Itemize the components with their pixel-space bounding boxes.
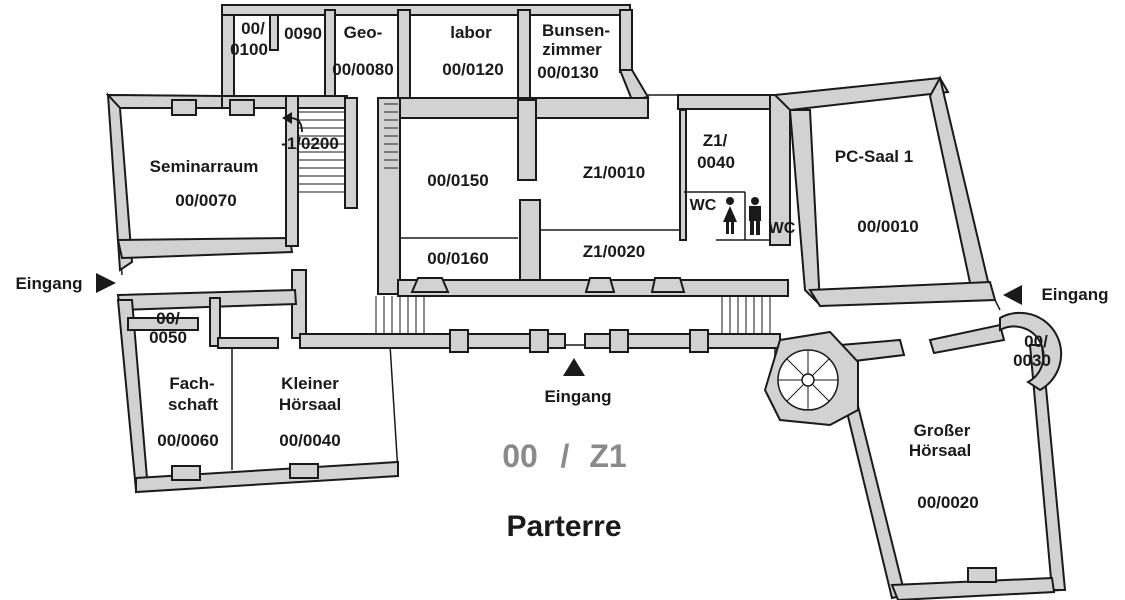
room-bunsen-line2: zimmer: [542, 40, 602, 59]
room-0030-line1: 00/: [1024, 332, 1048, 351]
room-0050-line2: 0050: [149, 328, 187, 347]
room-bunsen-line1: Bunsen-: [542, 21, 610, 40]
room-pc-saal-name: PC-Saal 1: [835, 147, 913, 166]
room-stair-0200: -1/0200: [281, 134, 339, 153]
room-kleiner-hoersaal-line1: Kleiner: [281, 374, 339, 393]
room-seminarraum-name: Seminarraum: [150, 157, 259, 176]
floor-code-separator: /: [561, 438, 570, 474]
room-0070: 00/0070: [175, 191, 236, 210]
room-0150: 00/0150: [427, 171, 488, 190]
entrance-south-arrow: [563, 358, 585, 376]
wc-right-label: WC: [769, 220, 796, 237]
entrance-west-label: Eingang: [15, 274, 82, 293]
room-0100-line1: 00/: [241, 19, 265, 38]
room-geolabor-name: Geo-: [344, 23, 383, 42]
room-0040: 00/0040: [279, 431, 340, 450]
room-0010: 00/0010: [857, 217, 918, 236]
room-0090: 0090: [284, 24, 322, 43]
room-0020: 00/0020: [917, 493, 978, 512]
entrance-west-arrow: [96, 273, 116, 293]
room-fachschaft-line2: schaft: [168, 395, 218, 414]
room-0080: 00/0080: [332, 60, 393, 79]
room-0050-line1: 00/: [156, 309, 180, 328]
room-z1-0040-line1: Z1/: [703, 131, 728, 150]
wc-left-label: WC: [690, 197, 717, 214]
room-0130: 00/0130: [537, 63, 598, 82]
woman-icon: [723, 197, 737, 234]
room-labels: 00/ 0100 0090 Geo- 00/0080 labor 00/0120…: [149, 19, 1051, 512]
room-fachschaft-line1: Fach-: [169, 374, 214, 393]
partitions: [231, 191, 770, 470]
room-grosser-hoersaal-line1: Großer: [914, 421, 971, 440]
room-z1-0040-line2: 0040: [697, 153, 735, 172]
man-icon: [749, 197, 761, 235]
room-labor-name: labor: [450, 23, 492, 42]
floor-name: Parterre: [506, 510, 621, 543]
room-0160: 00/0160: [427, 249, 488, 268]
room-0060: 00/0060: [157, 431, 218, 450]
room-z1-0020: Z1/0020: [583, 242, 645, 261]
room-grosser-hoersaal-line2: Hörsaal: [909, 441, 971, 460]
entrance-east-arrow: [1003, 285, 1022, 305]
room-0030-line2: 0030: [1013, 351, 1051, 370]
room-0120: 00/0120: [442, 60, 503, 79]
room-z1-0010: Z1/0010: [583, 163, 645, 182]
floor-code: 00: [502, 438, 538, 474]
room-kleiner-hoersaal-line2: Hörsaal: [279, 395, 341, 414]
stairs: [298, 103, 839, 411]
room-0100-line2: 0100: [230, 40, 268, 59]
entrance-south-label: Eingang: [544, 387, 611, 406]
turn-arrow-icon: [282, 112, 303, 133]
floor-code-alt: Z1: [589, 438, 626, 474]
entrance-east-label: Eingang: [1041, 285, 1108, 304]
